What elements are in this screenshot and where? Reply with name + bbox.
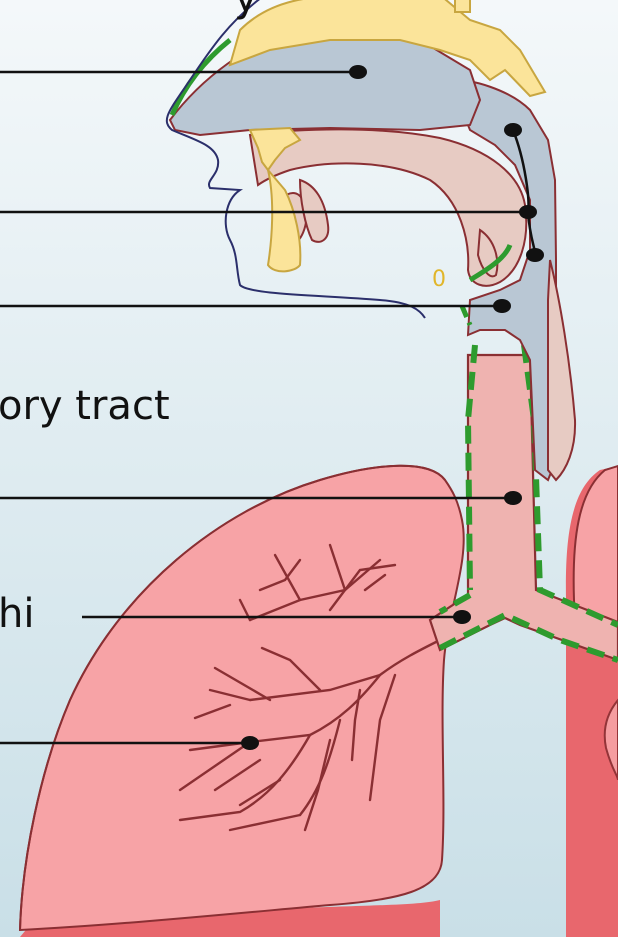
label-bronchi-fragment: hi xyxy=(0,594,34,634)
pointer-dot-carina xyxy=(453,610,471,624)
pointer-dot-oropharynx xyxy=(519,205,537,219)
pointer-dot-larynx xyxy=(493,299,511,313)
label-respiratory-tract-fragment: ory tract xyxy=(0,386,170,426)
pointer-dot-trachea xyxy=(504,491,522,505)
label-top-fragment: y xyxy=(234,0,258,18)
pointer-dot-bronchi-tree xyxy=(241,736,259,750)
pointer-dot-laryngopharynx xyxy=(526,248,544,262)
pointer-dot-nasal-cavity xyxy=(349,65,367,79)
right-lung xyxy=(566,466,618,937)
hyoid-mark: 0 xyxy=(432,267,446,292)
pointer-dot-nasopharynx-top xyxy=(504,123,522,137)
